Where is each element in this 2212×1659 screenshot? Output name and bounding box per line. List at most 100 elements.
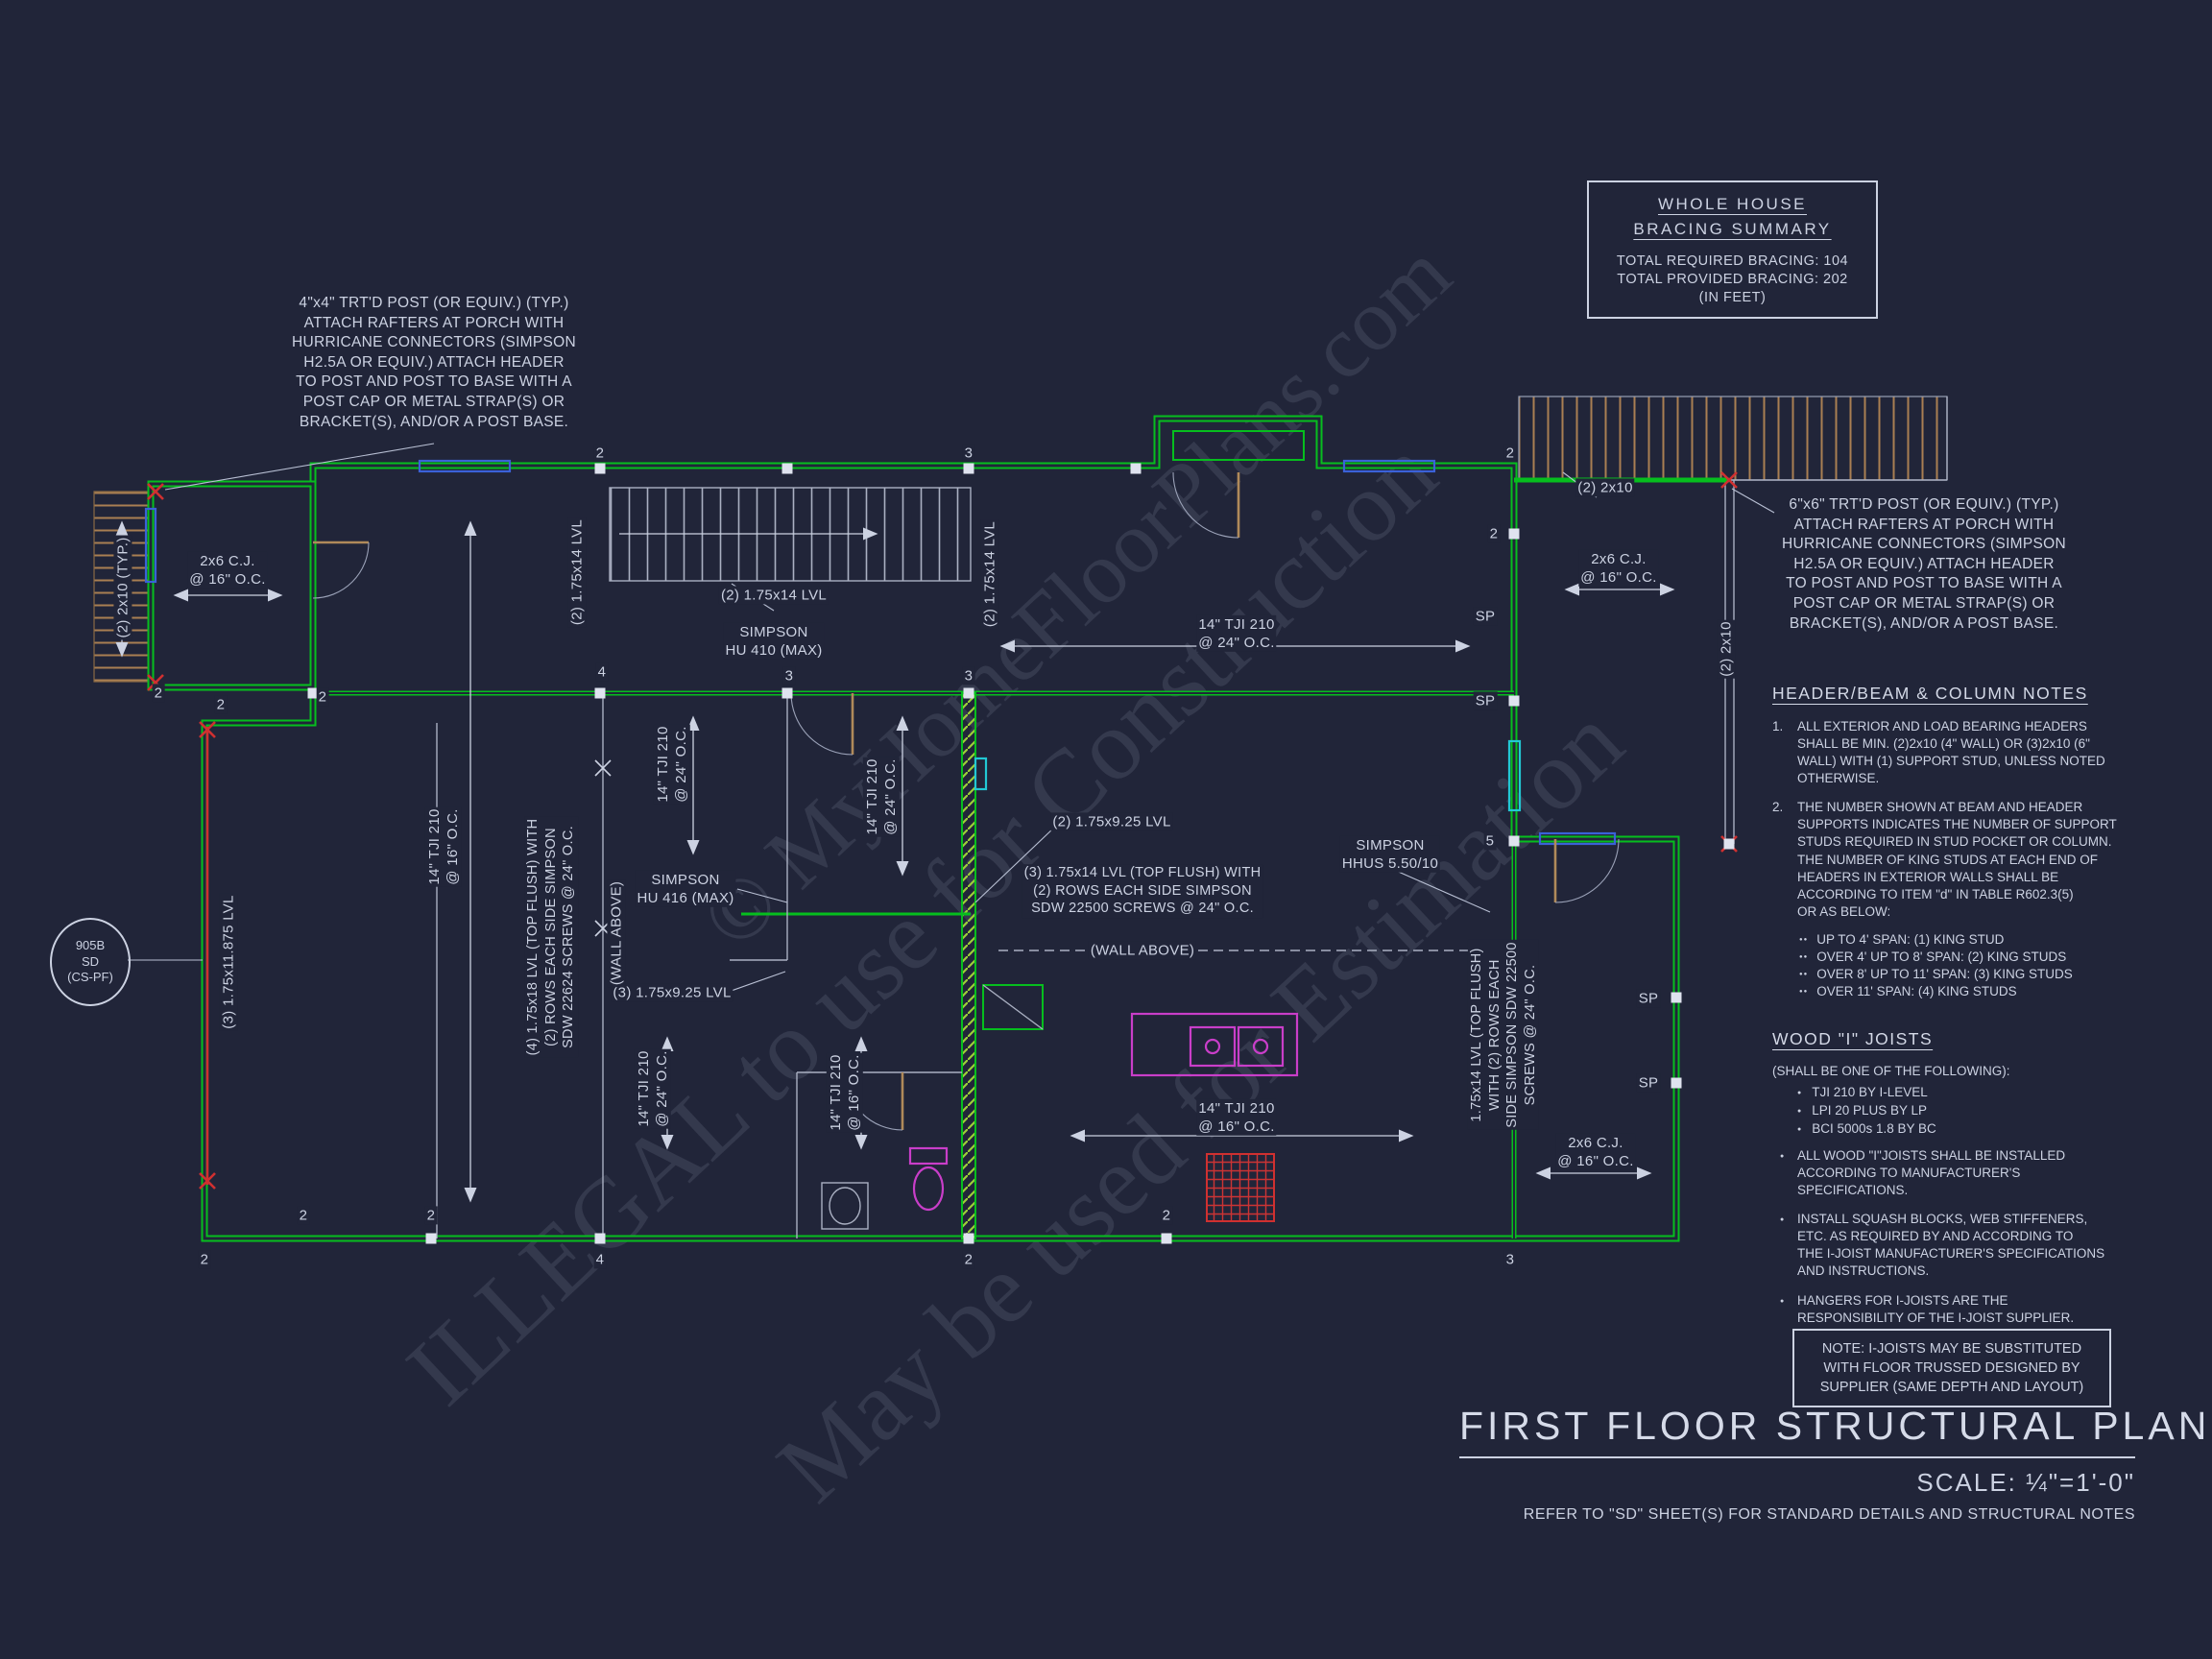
- cabinet: [982, 984, 1044, 1030]
- interior-walls: [313, 690, 1517, 1239]
- note-line: UP TO 4' SPAN: (1) KING STUD: [1799, 932, 2120, 947]
- plan-annotation: 14" TJI 210 @ 16" O.C.: [826, 1052, 864, 1133]
- bracing-summary-box: WHOLE HOUSE BRACING SUMMARY TOTAL REQUIR…: [1587, 180, 1878, 319]
- plan-annotation: (2) 1.75x14 LVL: [980, 518, 999, 630]
- shear-wall: [961, 692, 976, 1239]
- bracing-summary-title-line2: BRACING SUMMARY: [1633, 220, 1832, 239]
- bracing-summary-title-line1: WHOLE HOUSE: [1657, 195, 1808, 213]
- plan-annotation: 2: [1503, 444, 1517, 463]
- plan-annotation: 2: [424, 1206, 438, 1225]
- header-note-2-text: THE NUMBER SHOWN AT BEAM AND HEADER SUPP…: [1797, 800, 2117, 919]
- plan-annotation: 4: [593, 1250, 607, 1269]
- plan-annotation: SP: [1636, 1073, 1661, 1093]
- header-note-2-number: 2.: [1772, 800, 1784, 815]
- plan-annotation: SIMPSON HU 416 (MAX): [635, 870, 736, 908]
- garage-door: [199, 721, 216, 1190]
- sheet-title: FIRST FLOOR STRUCTURAL PLAN: [1459, 1404, 2206, 1458]
- kitchen-island: [1130, 1012, 1299, 1077]
- plan-annotation: 5: [1483, 831, 1497, 851]
- plan-annotation: 2x6 C.J. @ 16" O.C.: [1555, 1133, 1636, 1171]
- plan-annotation: 14" TJI 210 @ 24" O.C.: [634, 1048, 672, 1129]
- plan-annotation: 14" TJI 210 @ 16" O.C.: [424, 806, 463, 887]
- plan-annotation: (2) 1.75x14 LVL: [718, 586, 830, 605]
- plan-annotation: 2x6 C.J. @ 16" O.C.: [187, 551, 268, 589]
- plan-annotation: 1.75x14 LVL (TOP FLUSH) WITH (2) ROWS EA…: [1467, 940, 1540, 1130]
- note-line: LPI 20 PLUS BY LP: [1797, 1103, 2120, 1118]
- bathroom-sink: [821, 1182, 869, 1230]
- plan-annotation: (2) 2x10: [1575, 478, 1635, 497]
- sheet-reference-note: REFER TO "SD" SHEET(S) FOR STANDARD DETA…: [1523, 1506, 2135, 1523]
- note-line: OVER 4' UP TO 8' SPAN: (2) KING STUDS: [1799, 950, 2120, 964]
- stairs: [609, 487, 972, 582]
- joist-type-list: TJI 210 BY I-LEVELLPI 20 PLUS BY LPBCI 5…: [1772, 1085, 2120, 1136]
- bracing-unit: (IN FEET): [1698, 289, 1767, 305]
- header-note-1-number: 1.: [1772, 719, 1784, 733]
- plan-annotation: 3: [962, 444, 975, 463]
- plan-annotation: 14" TJI 210 @ 24" O.C.: [653, 724, 691, 805]
- bracing-provided: TOTAL PROVIDED BRACING: 202: [1617, 271, 1848, 287]
- leader-lines: [128, 443, 1775, 994]
- sheet-scale: SCALE: ¼"=1'-0": [1916, 1468, 2135, 1497]
- plan-annotation: 14" TJI 210 @ 16" O.C.: [1196, 1098, 1277, 1137]
- plan-annotation: (2) 2x10: [1717, 619, 1736, 679]
- plan-annotation: 2x6 C.J. @ 16" O.C.: [1578, 549, 1659, 588]
- plan-annotation: (WALL ABOVE): [607, 878, 626, 988]
- plan-annotation: SP: [1636, 989, 1661, 1008]
- plan-annotation: 2: [1487, 524, 1501, 543]
- plan-annotation: 14" TJI 210 @ 24" O.C.: [862, 757, 901, 837]
- plan-annotation: 2: [593, 444, 607, 463]
- header-notes-title: HEADER/BEAM & COLUMN NOTES: [1772, 684, 2088, 703]
- header-note-2: 2. THE NUMBER SHOWN AT BEAM AND HEADER S…: [1772, 799, 2120, 921]
- note-line: HANGERS FOR I-JOISTS ARE THE RESPONSIBIL…: [1780, 1292, 2120, 1327]
- plan-annotation: 3: [1503, 1250, 1517, 1269]
- plan-annotation: (2) 2x10 (TYP.): [113, 535, 132, 640]
- post-note-left: 4"x4" TRT'D POST (OR EQUIV.) (TYP.) ATTA…: [291, 295, 577, 430]
- detail-bubble-type: (CS-PF): [67, 970, 113, 985]
- joist-bullet-list: ALL WOOD "I"JOISTS SHALL BE INSTALLED AC…: [1772, 1147, 2120, 1327]
- plan-annotation: 2: [214, 695, 228, 714]
- plan-annotation: 2: [297, 1206, 310, 1225]
- header-note-1: 1. ALL EXTERIOR AND LOAD BEARING HEADERS…: [1772, 718, 2120, 787]
- detail-bubble-number: 905B: [75, 937, 106, 952]
- plan-annotation: SIMPSON HHUS 5.50/10: [1339, 835, 1441, 874]
- header-note-1-text: ALL EXTERIOR AND LOAD BEARING HEADERS SH…: [1797, 719, 2105, 786]
- wood-joists-title: WOOD "I" JOISTS: [1772, 1029, 1934, 1048]
- i-joist-substitution-note: NOTE: I-JOISTS MAY BE SUBSTITUTED WITH F…: [1792, 1329, 2111, 1407]
- detail-bubble: 905B SD (CS-PF): [50, 918, 131, 1006]
- plan-annotation: (2) 1.75x9.25 LVL: [1050, 812, 1173, 831]
- plan-annotation: (3) 1.75x11.875 LVL: [219, 893, 238, 1031]
- plan-annotation: (2) 1.75x14 LVL: [567, 517, 587, 628]
- header-beam-column-notes: HEADER/BEAM & COLUMN NOTES 1. ALL EXTERI…: [1772, 684, 2120, 1001]
- post-note-right: 6"x6" TRT'D POST (OR EQUIV.) (TYP.) ATTA…: [1781, 496, 2067, 632]
- plan-annotation: 2: [152, 684, 165, 703]
- wood-i-joists-notes: WOOD "I" JOISTS (SHALL BE ONE OF THE FOL…: [1772, 1029, 2120, 1338]
- plan-annotation: 14" TJI 210 @ 24" O.C.: [1196, 614, 1277, 653]
- plan-annotation: (3) 1.75x14 LVL (TOP FLUSH) WITH (2) ROW…: [1022, 864, 1263, 918]
- title-block: FIRST FLOOR STRUCTURAL PLAN SCALE: ¼"=1'…: [1459, 1404, 2206, 1524]
- wood-joists-subtitle: (SHALL BE ONE OF THE FOLLOWING):: [1772, 1064, 2010, 1078]
- plan-annotation: SP: [1473, 691, 1498, 710]
- plan-annotation: 3: [962, 666, 975, 685]
- plan-annotation: 2: [962, 1250, 975, 1269]
- note-line: ALL WOOD "I"JOISTS SHALL BE INSTALLED AC…: [1780, 1147, 2120, 1199]
- note-line: OVER 11' SPAN: (4) KING STUDS: [1799, 984, 2120, 998]
- support-posts: [307, 463, 1735, 1244]
- plan-annotation: 2: [316, 687, 329, 707]
- king-stud-list: UP TO 4' SPAN: (1) KING STUD OVER 4' UP T…: [1772, 932, 2120, 998]
- plan-annotation: SP: [1473, 607, 1498, 626]
- detail-bubble-sheet: SD: [81, 953, 100, 969]
- stove: [1206, 1153, 1275, 1222]
- note-line: OVER 8' UP TO 11' SPAN: (3) KING STUDS: [1799, 967, 2120, 981]
- plan-annotation: 4: [595, 662, 609, 682]
- note-line: TJI 210 BY I-LEVEL: [1797, 1085, 2120, 1099]
- plan-annotation: (3) 1.75x9.25 LVL: [611, 983, 733, 1002]
- porch-joists-top-right: [1518, 396, 1948, 481]
- plan-annotation: 2: [198, 1250, 211, 1269]
- bracing-required: TOTAL REQUIRED BRACING: 104: [1616, 252, 1849, 269]
- window-markers: [144, 459, 1617, 846]
- plan-annotation: 3: [782, 666, 796, 685]
- note-line: INSTALL SQUASH BLOCKS, WEB STIFFENERS, E…: [1780, 1211, 2120, 1280]
- toilet: [908, 1146, 949, 1212]
